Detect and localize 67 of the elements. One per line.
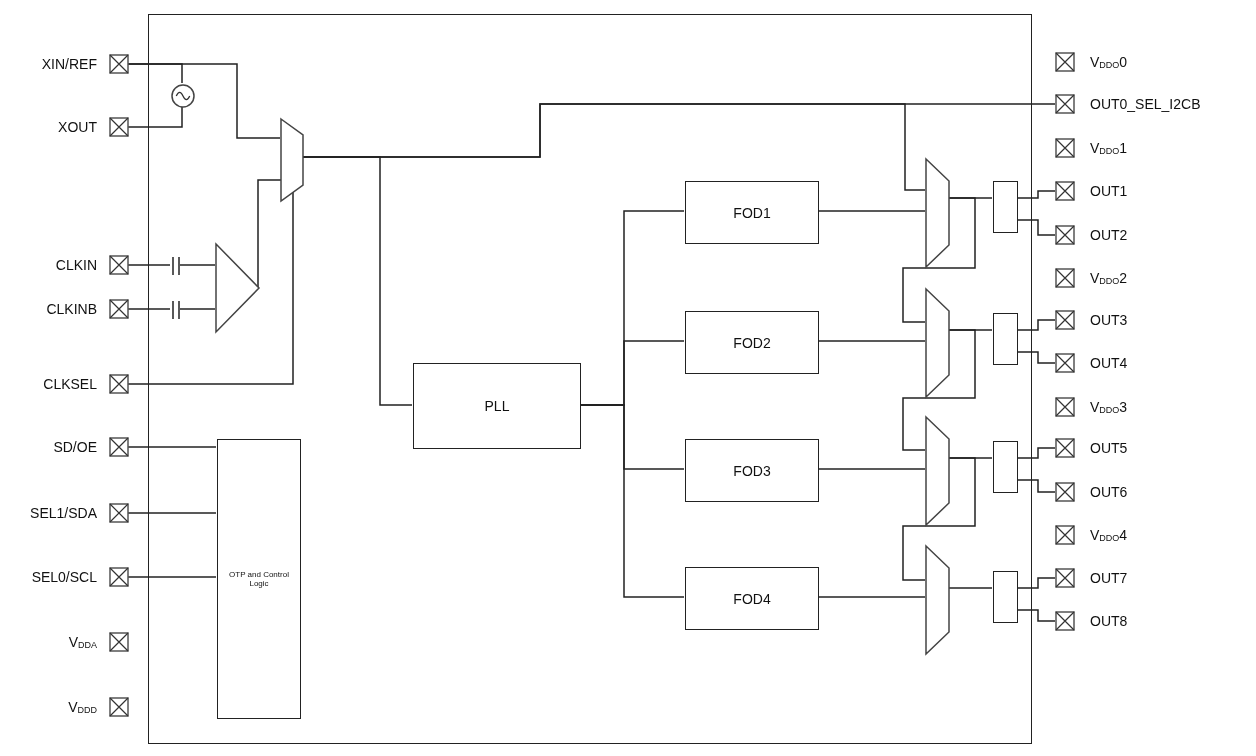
signal-line — [817, 210, 926, 212]
signal-line — [127, 308, 171, 310]
signal-line — [179, 264, 216, 266]
signal-line — [817, 596, 926, 598]
signal-line — [127, 576, 217, 578]
pin-label: V$_{DDO}$1 — [1090, 140, 1128, 156]
signal-line — [817, 468, 926, 470]
pin-label: OUT2 — [1090, 227, 1128, 243]
fod-block: FOD4 — [685, 567, 819, 630]
fod-block: FOD3 — [685, 439, 819, 502]
pin-label: SEL1/SDA — [30, 505, 97, 521]
signal-line — [127, 63, 281, 139]
signal-line — [1016, 319, 1056, 331]
signal-line — [1016, 479, 1056, 493]
signal-line — [1016, 219, 1056, 236]
signal-line — [127, 191, 294, 385]
pin-label: V$_{DDA}$ — [68, 634, 97, 650]
signal-line — [947, 197, 993, 199]
signal-line — [1016, 577, 1056, 589]
pin-label: V$_{DDD}$ — [68, 699, 97, 715]
output-buffer-box — [993, 313, 1018, 365]
signal-line — [179, 308, 216, 310]
signal-line — [947, 329, 993, 331]
pin-label: OUT1 — [1090, 183, 1128, 199]
pin-label: V$_{DDO}$2 — [1090, 270, 1128, 286]
chip-outline — [148, 14, 1032, 744]
pin-label: OUT4 — [1090, 355, 1128, 371]
output-buffer-box — [993, 441, 1018, 493]
signal-line — [301, 103, 926, 191]
signal-line — [579, 404, 685, 598]
signal-line — [947, 457, 993, 459]
pin-label: SEL0/SCL — [31, 569, 97, 585]
signal-line — [902, 329, 976, 451]
signal-line — [127, 512, 217, 514]
signal-line — [1016, 447, 1056, 459]
fod-block: FOD2 — [685, 311, 819, 374]
signal-line — [257, 179, 282, 288]
pin-label: V$_{DDO}$4 — [1090, 527, 1128, 543]
pin-label: CLKIN — [55, 257, 97, 273]
output-buffer-box — [993, 181, 1018, 233]
signal-line — [902, 197, 976, 323]
output-buffer-box — [993, 571, 1018, 623]
signal-line — [1016, 190, 1056, 199]
control-logic-block: OTP and Control Logic — [217, 439, 301, 719]
signal-line — [127, 264, 171, 266]
signal-line — [127, 446, 217, 448]
signal-line — [817, 340, 926, 342]
signal-line — [1016, 351, 1056, 364]
signal-line — [127, 106, 183, 128]
pin-label: CLKINB — [46, 301, 97, 317]
pin-label: OUT0_SEL_I2CB — [1090, 96, 1201, 112]
pin-label: OUT8 — [1090, 613, 1128, 629]
pll-block: PLL — [413, 363, 581, 449]
signal-line — [1016, 609, 1056, 622]
pin-label: XIN/REF — [41, 56, 97, 72]
pin-label: OUT6 — [1090, 484, 1128, 500]
pin-label: OUT7 — [1090, 570, 1128, 586]
fod-block: FOD1 — [685, 181, 819, 244]
signal-line — [902, 457, 976, 581]
pin-label: OUT3 — [1090, 312, 1128, 328]
pin-label: V$_{DDO}$0 — [1090, 54, 1128, 70]
pin-label: XOUT — [58, 119, 97, 135]
pin-label: V$_{DDO}$3 — [1090, 399, 1128, 415]
pin-label: OUT5 — [1090, 440, 1128, 456]
pin-label: SD/OE — [53, 439, 97, 455]
pin-label: CLKSEL — [43, 376, 97, 392]
signal-line — [947, 587, 993, 589]
